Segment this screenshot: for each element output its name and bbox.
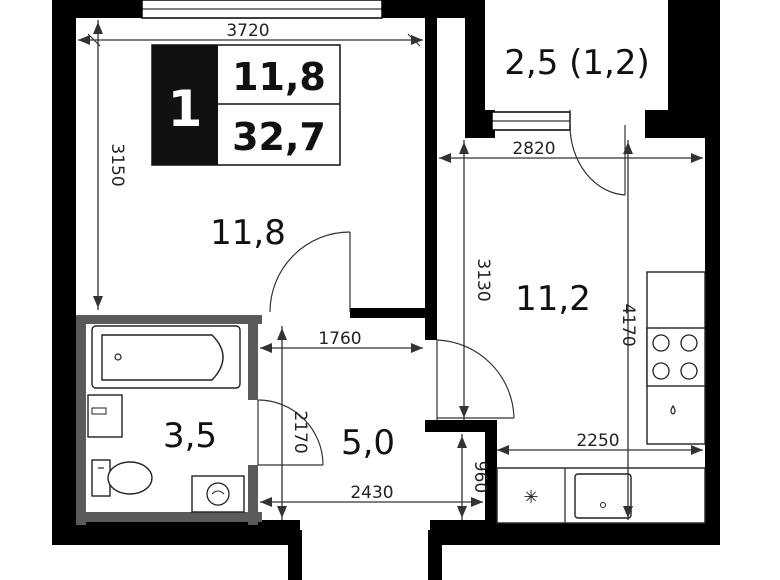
room-label-bathroom: 3,5 [163, 416, 217, 456]
dim-label-hall-bottom: 2430 [350, 483, 393, 503]
dim-label-living-width: 3720 [226, 21, 269, 41]
stove-burner-4 [680, 362, 698, 380]
stove-burner-2 [680, 334, 698, 352]
kitchen-sink-drain [600, 502, 606, 508]
dim-tick-lw-2 [407, 33, 421, 47]
room-labels: 11,8 11,2 3,5 5,0 2,5 (1,2) [163, 43, 650, 463]
fixtures: ✳ [87, 271, 706, 524]
balcony-door-arc [569, 124, 626, 196]
bath-wall-top [76, 315, 262, 324]
bath-door-arc [257, 399, 324, 466]
bath-wall-left [76, 315, 86, 525]
wall-balcony-left [465, 0, 485, 110]
room-label-balcony: 2,5 (1,2) [504, 43, 649, 83]
summary-badge: 1 11,8 32,7 [151, 44, 341, 166]
wall-entrance-left [288, 530, 302, 580]
wall-top-left [52, 0, 142, 18]
washing-machine-drum [206, 482, 230, 506]
fridge-snowflake-icon: ✳ [523, 487, 538, 508]
dim-label-kitchen-width: 2820 [512, 139, 555, 159]
sink-tap [91, 407, 107, 415]
total-area-value: 32,7 [232, 115, 326, 159]
room-label-living: 11,8 [210, 213, 286, 253]
bath-wall-bottom [76, 512, 262, 522]
bath-wall-right-top [248, 315, 258, 400]
dim-label-living-depth: 3150 [107, 143, 127, 186]
dim-label-bath-depth: 2170 [290, 410, 310, 453]
dim-label-niche-depth: 960 [470, 461, 490, 493]
bath-wall-right-bottom [248, 465, 258, 525]
dim-label-kitchen-depth: 3130 [473, 258, 493, 301]
living-area-value: 11,8 [232, 55, 326, 99]
kitchen-door-arc [436, 339, 515, 419]
summary-badge-rooms-bg [152, 45, 218, 165]
entrance-opening [300, 518, 430, 548]
toilet-bowl [107, 461, 153, 495]
wall-balcony-right-outer [668, 0, 720, 110]
wall-right [705, 110, 720, 545]
bathroom-walls [76, 315, 262, 525]
room-label-hallway: 5,0 [341, 423, 395, 463]
stove-burner-1 [652, 334, 670, 352]
dim-label-kitchen-counter: 2250 [576, 431, 619, 451]
walls [52, 0, 720, 580]
dim-label-kitchen-full-depth: 4170 [618, 303, 638, 346]
stove-burner-3 [652, 362, 670, 380]
kitchen-sink-drop-icon [670, 404, 676, 415]
wall-entrance-right [428, 530, 442, 580]
kitchen-sink [574, 473, 632, 519]
wall-left [52, 0, 76, 545]
wall-hall-niche-top [425, 420, 495, 432]
bathroom-sink [87, 394, 123, 438]
dimension-labels: 3720 3150 2820 3130 4170 2250 1760 2430 … [107, 21, 638, 503]
wall-living-kitchen [425, 0, 437, 340]
wall-living-hall [350, 308, 437, 318]
washing-machine-detail [211, 490, 225, 495]
wall-niche-right [485, 420, 497, 525]
bathtub-inner [101, 334, 224, 381]
wall-balcony-corner-left [465, 110, 495, 138]
room-label-kitchen: 11,2 [515, 279, 591, 319]
dim-label-hall-top: 1760 [318, 329, 361, 349]
dimension-lines [78, 20, 703, 520]
bathtub-drain [114, 353, 122, 361]
living-door-arc [269, 231, 351, 313]
rooms-count: 1 [168, 80, 203, 138]
doors [257, 110, 626, 466]
